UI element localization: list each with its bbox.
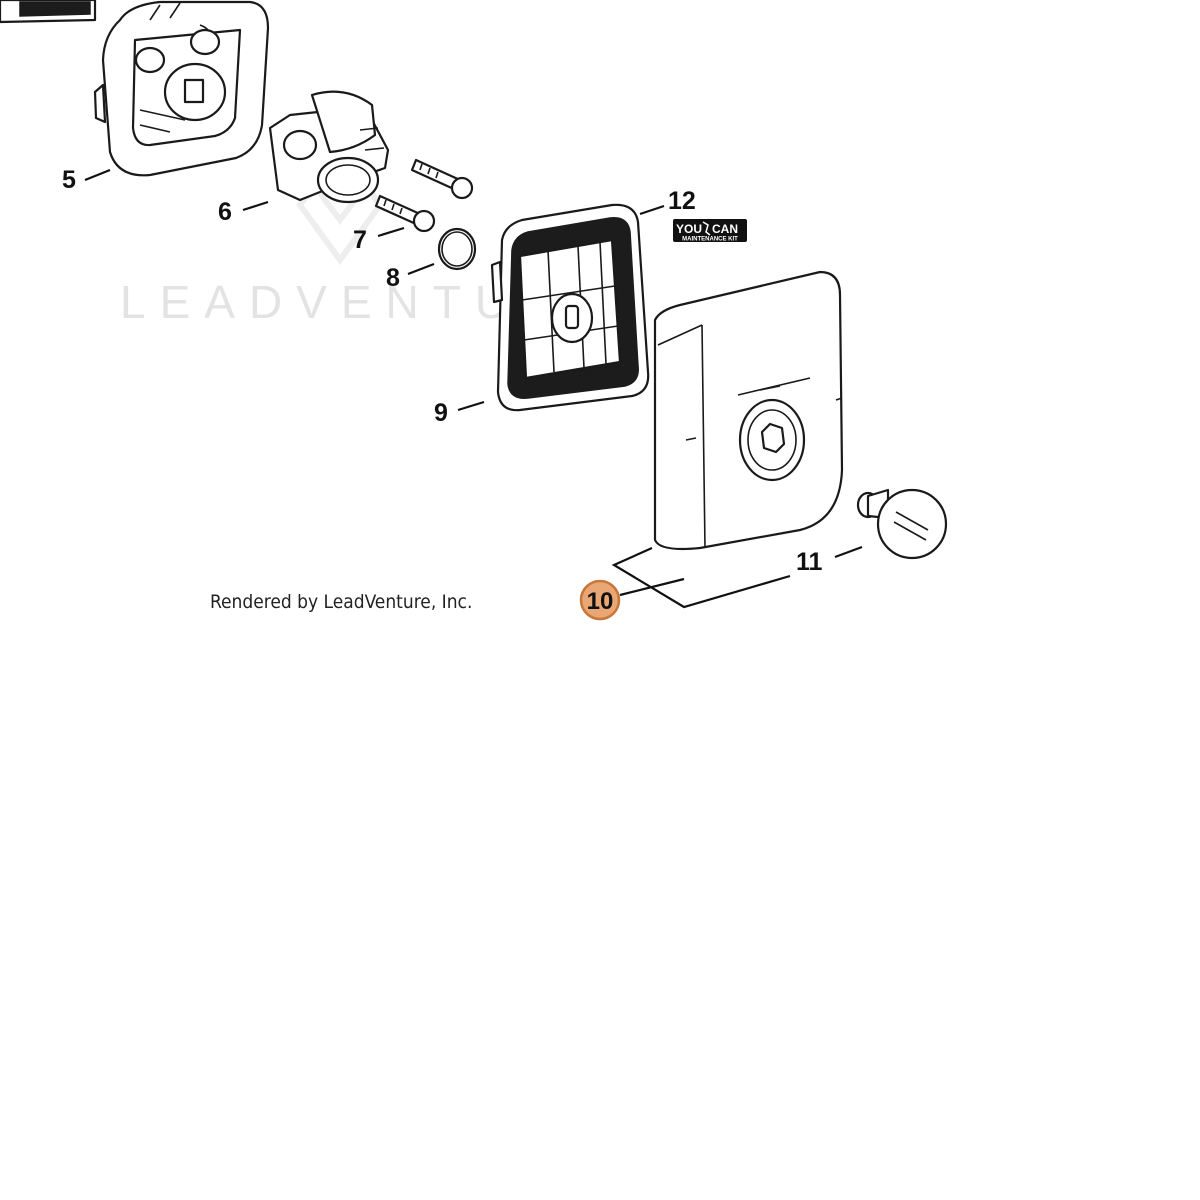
highlight-circle	[579, 579, 621, 621]
leader-5	[84, 168, 111, 182]
leader-6	[242, 200, 269, 212]
part-10-air-filter-cover	[653, 270, 844, 551]
part-9-filter-base	[490, 203, 650, 412]
callout-9[interactable]: 9	[434, 399, 448, 427]
leader-12	[639, 204, 665, 216]
maintenance-kit-badge: YOU CAN MAINTENANCE KIT	[673, 219, 747, 243]
callout-10: 10	[587, 588, 614, 615]
callout-6[interactable]: 6	[218, 198, 232, 226]
wrench-icon	[702, 221, 711, 236]
part-8-o-ring	[437, 227, 477, 271]
leader-7	[377, 226, 405, 238]
callout-5[interactable]: 5	[62, 166, 76, 194]
callout-labels: 5 6 7 8 9 11 12 10	[62, 166, 823, 621]
part-5-housing	[0, 0, 270, 177]
leader-11	[834, 545, 863, 559]
kit-badge-you: YOU	[676, 222, 702, 236]
callout-8[interactable]: 8	[386, 264, 400, 292]
part-7-screws	[374, 158, 474, 233]
leader-9	[457, 400, 485, 412]
part-6-adapter	[268, 90, 390, 204]
part-11-knob	[856, 488, 948, 560]
kit-badge-subtitle: MAINTENANCE KIT	[682, 237, 738, 243]
callout-10-highlighted[interactable]: 10	[579, 579, 621, 621]
callout-12[interactable]: 12	[668, 187, 696, 215]
callout-11[interactable]: 11	[796, 548, 823, 576]
leader-8	[407, 262, 435, 276]
leader-lines	[84, 168, 863, 609]
kit-badge-can: CAN	[712, 222, 738, 236]
callout-7[interactable]: 7	[353, 226, 367, 254]
rendered-by-credit: Rendered by LeadVenture, Inc.	[210, 591, 472, 613]
leader-10	[611, 546, 791, 609]
